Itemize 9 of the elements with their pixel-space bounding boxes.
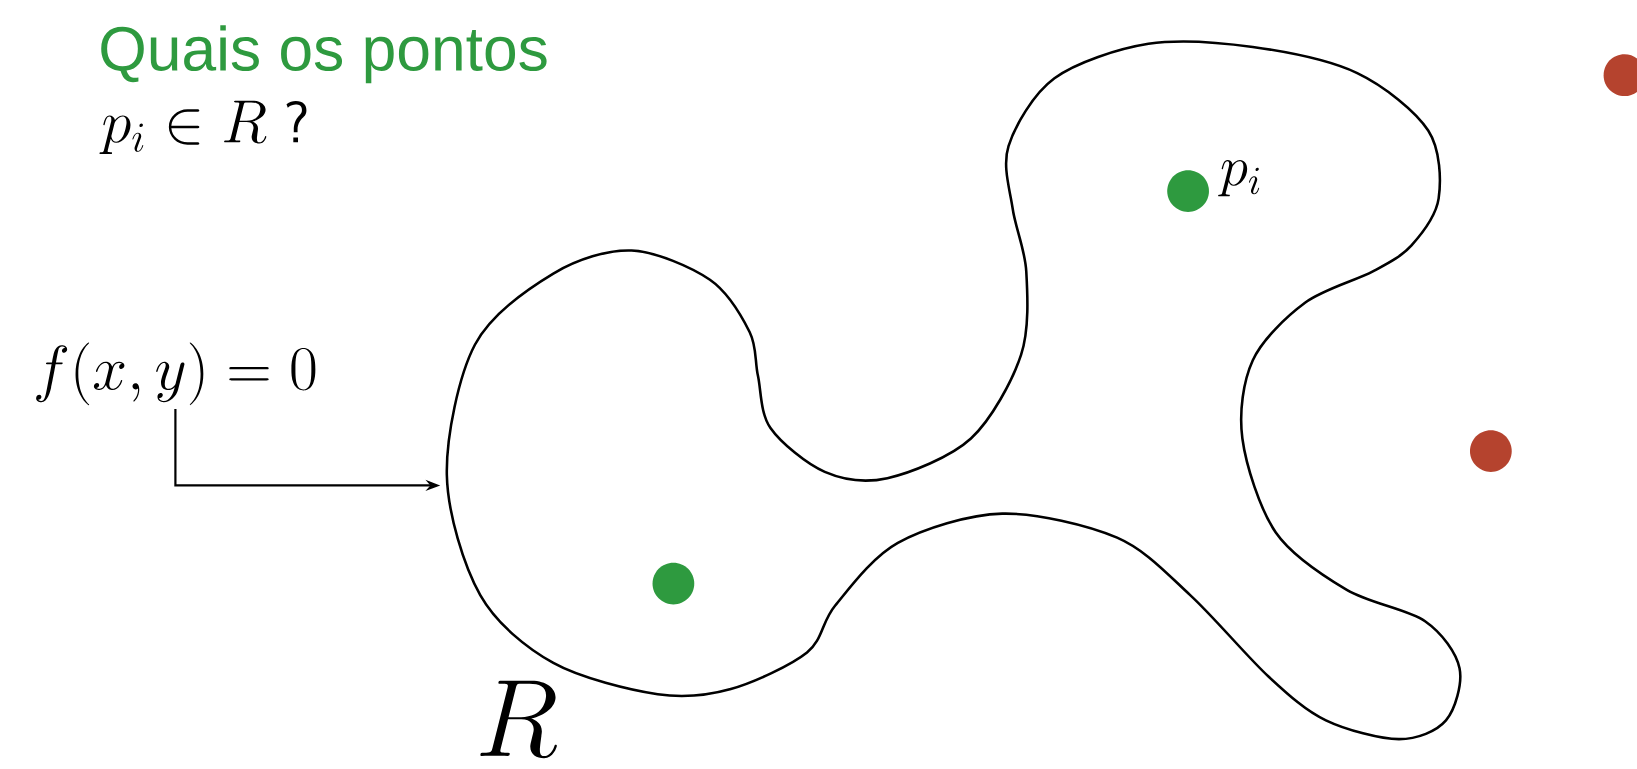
point bbox=[1603, 54, 1637, 96]
point-label: $p_i$ bbox=[1218, 159, 1260, 197]
point bbox=[1469, 429, 1512, 472]
question-formula: $p_i \in R\ \textsf{?}$ bbox=[99, 100, 307, 154]
region-label: $R$ bbox=[480, 680, 557, 759]
point bbox=[652, 562, 695, 605]
equation: $f(x, y) = 0$ bbox=[36, 342, 316, 405]
point bbox=[1167, 169, 1209, 212]
question-text: Quais os pontos bbox=[101, 25, 547, 84]
